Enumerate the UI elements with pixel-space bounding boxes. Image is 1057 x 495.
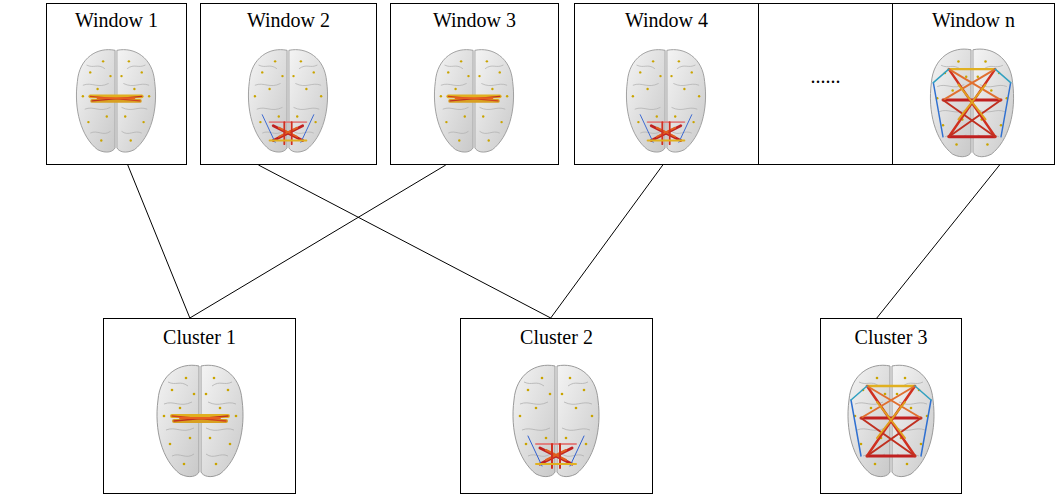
box-title: ......	[759, 64, 892, 88]
connector-line	[551, 165, 663, 318]
box-title: Window 4	[575, 8, 758, 32]
box-title: Window n	[893, 8, 1054, 32]
window-n-brain	[930, 49, 1013, 157]
box-title: Window 2	[201, 8, 376, 32]
box-title: Cluster 2	[461, 325, 652, 349]
window-3-brain	[434, 50, 513, 152]
connector-line	[128, 165, 190, 318]
cluster-2-brain	[513, 365, 599, 476]
connector-line	[258, 165, 550, 318]
box-title: Window 3	[391, 8, 558, 32]
window-2-brain	[248, 50, 327, 152]
connector-line	[190, 165, 446, 318]
window-box: Window 1	[46, 3, 187, 165]
cluster-box: Cluster 3	[820, 318, 962, 494]
cluster-box: Cluster 2	[460, 318, 653, 494]
cluster-1-brain	[157, 365, 243, 476]
window-box: Window 3	[390, 3, 559, 165]
window-box: Window 4	[574, 3, 759, 165]
box-title: Window 1	[47, 8, 186, 32]
box-title: Cluster 3	[821, 325, 961, 349]
cluster-box: Cluster 1	[103, 318, 296, 494]
window-box: Window 2	[200, 3, 377, 165]
cluster-3-brain	[848, 365, 934, 476]
window-1-brain	[76, 50, 155, 152]
window-4-brain	[626, 50, 705, 152]
window-box: Window n	[892, 3, 1055, 165]
window-box: ......	[758, 3, 893, 165]
connector-line	[877, 165, 1000, 318]
box-title: Cluster 1	[104, 325, 295, 349]
